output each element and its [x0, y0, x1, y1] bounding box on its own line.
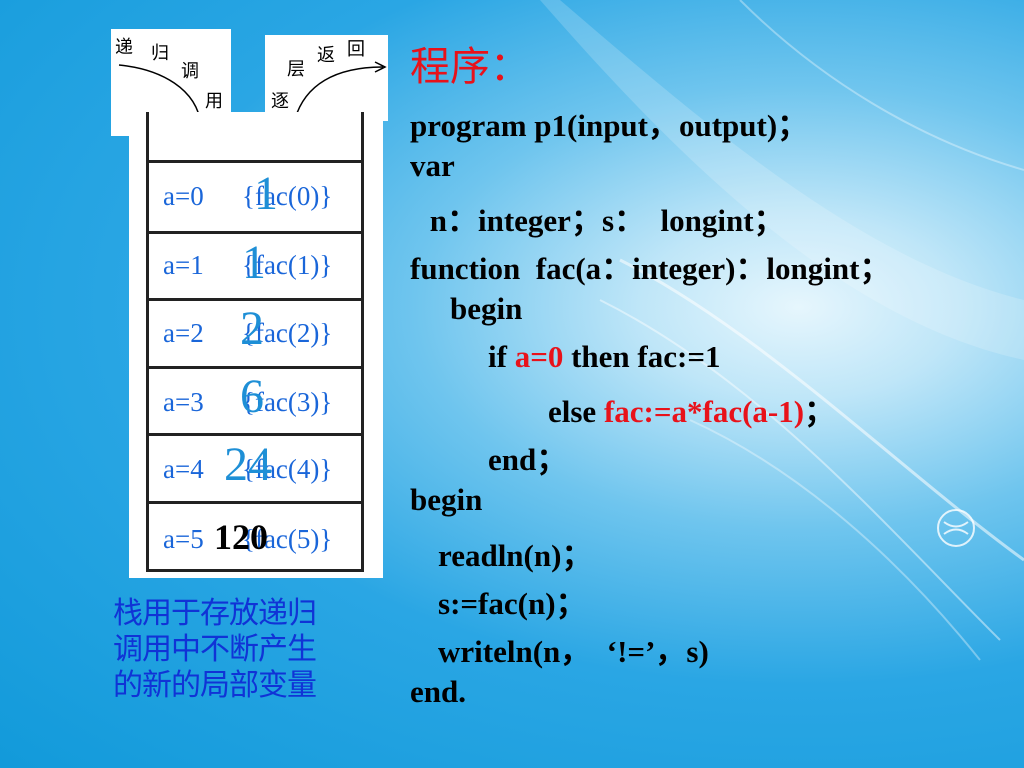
stack-background	[129, 112, 383, 578]
local-var: a=4	[163, 454, 204, 484]
call-label: {fac(2)}	[242, 318, 333, 348]
local-var: a=3	[163, 387, 204, 417]
stack-cell: a=3 {fac(3)} 6	[146, 366, 364, 433]
code-line: end；	[488, 442, 568, 477]
call-label: {fac(0)}	[242, 181, 333, 211]
highlight-text: a=0	[514, 339, 564, 374]
stack-frame	[146, 112, 364, 572]
return-value: 6	[240, 370, 264, 423]
code-text: then fac:=1	[563, 339, 721, 374]
return-value: 1	[254, 167, 278, 220]
code-line: readln(n)；	[438, 538, 593, 573]
local-var: a=5	[163, 524, 204, 554]
caption-line: 调用中不断产生	[113, 632, 317, 667]
code-line: writeln(n， ‘!=’，s)	[438, 634, 709, 669]
return-value: 24	[224, 438, 272, 491]
code-text: ；	[804, 394, 836, 429]
caption-line: 的新的局部变量	[113, 668, 317, 703]
stack-cell: a=0 {fac(0)} 1	[146, 160, 364, 231]
label-char: 逐	[271, 91, 289, 112]
label-char: 用	[205, 91, 223, 112]
code-text: else	[548, 394, 604, 429]
code-line: program p1(input，output)；	[410, 108, 809, 143]
decorative-logo-icon	[937, 509, 975, 547]
highlight-text: fac:=a*fac(a-1)	[603, 394, 805, 429]
stack-caption: 栈用于存放递归 调用中不断产生 的新的局部变量	[113, 596, 403, 704]
stack-cell: a=1 {fac(1)} 1	[146, 231, 364, 298]
stack-cell: a=2 {fac(2)} 2	[146, 298, 364, 366]
call-label: {fac(4)}	[242, 454, 333, 484]
stack-cell: a=5 {fac(5)} 120	[146, 501, 364, 572]
code-text: if	[488, 339, 515, 374]
label-char: 回	[347, 39, 365, 60]
label-char: 层	[287, 59, 305, 80]
code-line: else fac:=a*fac(a-1)；	[548, 386, 835, 431]
code-line: n：integer；s： longint；	[422, 203, 785, 238]
local-var: a=1	[163, 250, 204, 280]
label-char: 调	[181, 61, 199, 82]
stack-cell: a=4 {fac(4)} 24	[146, 433, 364, 501]
call-label: {fac(5)}	[242, 524, 333, 554]
return-layer-label: 逐 层 返 回	[265, 35, 388, 121]
return-value: 1	[242, 236, 266, 289]
code-line: begin	[410, 482, 483, 517]
code-line: var	[410, 148, 455, 183]
return-value: 120	[214, 517, 268, 557]
caption-line: 栈用于存放递归	[113, 596, 317, 631]
code-line: begin	[450, 291, 523, 326]
program-title: 程序：	[410, 44, 530, 90]
return-value: 2	[240, 302, 264, 355]
code-line: end.	[410, 674, 466, 709]
code-line: if a=0 then fac:=1	[488, 339, 721, 375]
label-char: 归	[151, 43, 169, 64]
call-label: {fac(1)}	[242, 250, 333, 280]
code-line: function fac(a：integer)：longint；	[410, 251, 891, 286]
label-char: 返	[317, 45, 335, 66]
label-char: 递	[115, 37, 133, 58]
local-var: a=2	[163, 318, 204, 348]
code-line: s:=fac(n)；	[438, 586, 587, 621]
arrow-right-icon	[294, 61, 387, 120]
call-label: {fac(3)}	[242, 387, 333, 417]
local-var: a=0	[163, 181, 204, 211]
